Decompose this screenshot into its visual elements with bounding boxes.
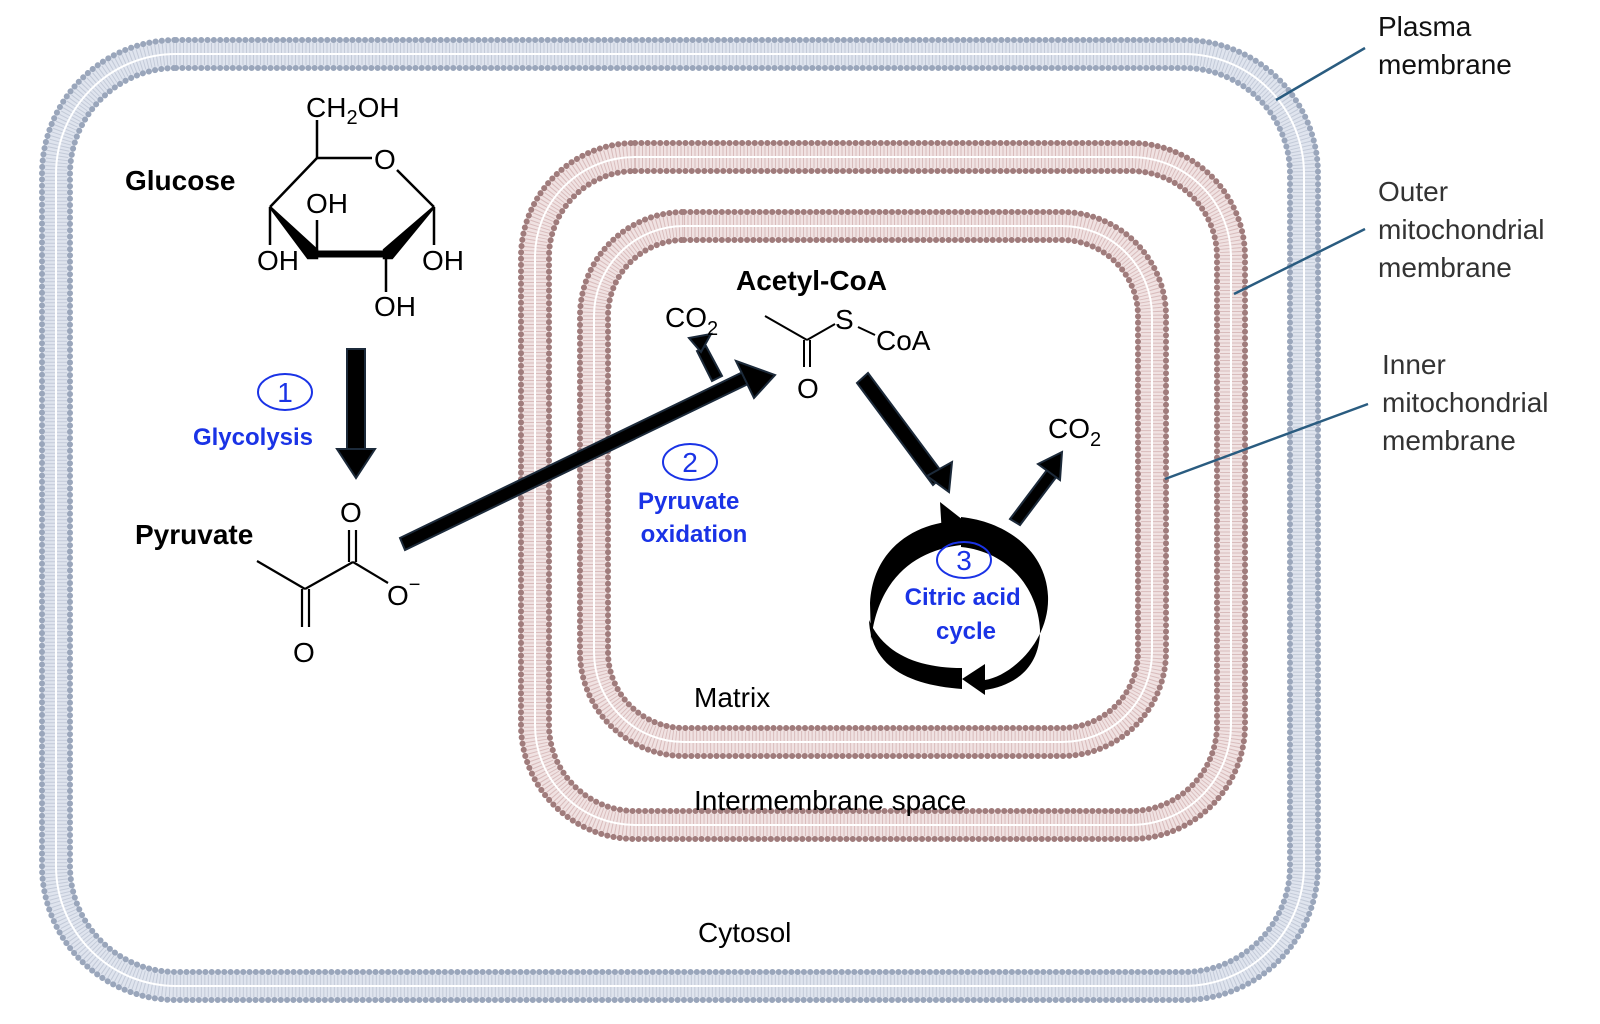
glucose-oh-2: OH <box>374 291 416 322</box>
pyruvate-keto-oxygen: O <box>293 637 315 668</box>
step-2-label: Pyruvate oxidation <box>638 488 747 548</box>
glucose-structure <box>268 120 436 292</box>
co2-pyruvate-oxidation: CO2 <box>665 302 718 340</box>
acetyl-coa-label: Acetyl-CoA <box>736 265 887 296</box>
step-2-badge <box>662 443 718 481</box>
inner-membrane-label-line2: mitochondrial <box>1382 387 1549 418</box>
outer-membrane-leader-line <box>1233 227 1366 296</box>
plasma-membrane-label-line2: membrane <box>1378 49 1512 80</box>
acetyl-coa-sulfur: S <box>835 304 854 335</box>
acetyl-coa-to-cycle-arrow <box>855 371 954 494</box>
outer-membrane-label-line2: mitochondrial <box>1378 214 1545 245</box>
glucose-ch2oh: CH2OH <box>306 92 400 129</box>
plasma-membrane-label-line1: Plasma <box>1378 11 1472 42</box>
inner-membrane-leader-line <box>1164 402 1369 481</box>
co2-citric-acid-cycle: CO2 <box>1048 413 1101 451</box>
acetyl-coa-coa: CoA <box>876 325 931 356</box>
glucose-label: Glucose <box>125 165 235 196</box>
cytosol-label: Cytosol <box>698 917 791 948</box>
citric-acid-cycle-arrows <box>869 502 1049 695</box>
acetyl-coa-structure <box>764 315 876 367</box>
intermembrane-space-label: Intermembrane space <box>694 785 966 816</box>
step-3-number: 3 <box>956 545 972 576</box>
glucose-oh-1: OH <box>422 245 464 276</box>
pyruvate-label: Pyruvate <box>135 519 253 550</box>
outer-membrane-label: Outer mitochondrial membrane <box>1378 176 1552 283</box>
inner-membrane-label-line1: Inner <box>1382 349 1446 380</box>
step-1-label: Glycolysis <box>193 424 313 451</box>
matrix-label: Matrix <box>694 682 770 713</box>
pyruvate-carbonyl-oxygen: O <box>340 497 362 528</box>
outer-membrane-label-line1: Outer <box>1378 176 1448 207</box>
glycolysis-arrow <box>335 348 377 480</box>
step-3-label: Citric acid cycle <box>905 584 1028 645</box>
step-3-badge <box>936 541 992 579</box>
cycle-co2-arrow <box>1008 450 1064 527</box>
pyruvate-structure <box>256 530 389 627</box>
plasma-membrane-leader-line <box>1275 46 1366 102</box>
plasma-membrane-label: Plasma membrane <box>1378 11 1512 80</box>
step-1-badge <box>257 373 313 411</box>
glucose-ring-oxygen: O <box>374 144 396 175</box>
inner-membrane-label-line3: membrane <box>1382 425 1516 456</box>
step-1-number: 1 <box>277 377 293 408</box>
inner-membrane-label: Inner mitochondrial membrane <box>1382 349 1556 456</box>
inner-mitochondrial-membrane <box>577 209 1169 759</box>
glucose-oh-4: OH <box>257 245 299 276</box>
pyruvate-carboxylate-oxygen: O− <box>387 574 420 611</box>
outer-membrane-label-line3: membrane <box>1378 252 1512 283</box>
glucose-oh-3: OH <box>306 188 348 219</box>
pyruvate-oxidation-arrow <box>398 332 777 552</box>
step-2-number: 2 <box>682 447 698 478</box>
plasma-membrane <box>39 37 1321 1003</box>
acetyl-coa-oxygen: O <box>797 373 819 404</box>
